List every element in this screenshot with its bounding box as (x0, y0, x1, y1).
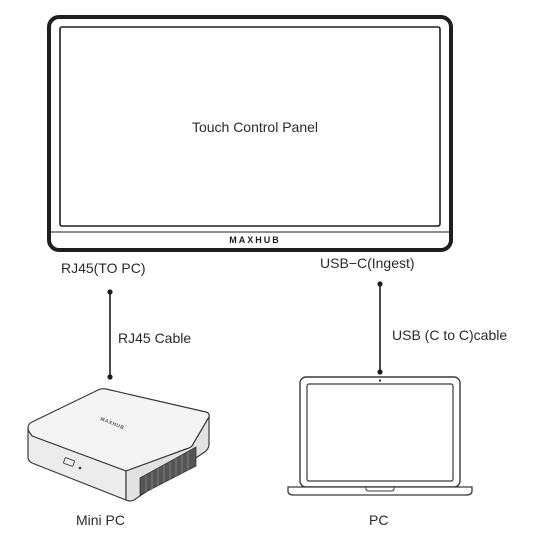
mini-pc-vent-slats (145, 452, 189, 492)
usbc-port-label: USB−C(Ingest) (320, 255, 415, 271)
rj45-connection (107, 289, 113, 380)
usbc-connection (377, 281, 383, 375)
usbc-cable-dot-bottom (377, 369, 383, 375)
pc-laptop-illustration (287, 376, 473, 496)
panel-screen-label: Touch Control Panel (192, 119, 318, 135)
rj45-cable-dot-top (107, 289, 113, 295)
rj45-port-label: RJ45(TO PC) (61, 260, 146, 276)
mini-pc-led (78, 466, 82, 470)
panel-brand-logo: MAXHUB (229, 235, 281, 245)
pc-screen (306, 383, 454, 482)
panel-screen (59, 26, 441, 227)
rj45-cable-dot-bottom (107, 374, 113, 380)
mini-pc-front-port (63, 457, 75, 467)
mini-pc-front (27, 428, 127, 501)
usbc-cable-label: USB (C to C)cable (392, 327, 508, 343)
rj45-cable-label: RJ45 Cable (118, 330, 192, 346)
pc-trackpad-notch (365, 487, 395, 492)
mini-pc-illustration: MAXHUB (27, 388, 210, 502)
pc-camera (378, 379, 382, 382)
usbc-cable-dot-top (377, 281, 383, 287)
pc-label: PC (369, 512, 389, 528)
mini-pc-label: Mini PC (76, 512, 126, 528)
touch-panel: Touch Control Panel MAXHUB (47, 15, 453, 252)
